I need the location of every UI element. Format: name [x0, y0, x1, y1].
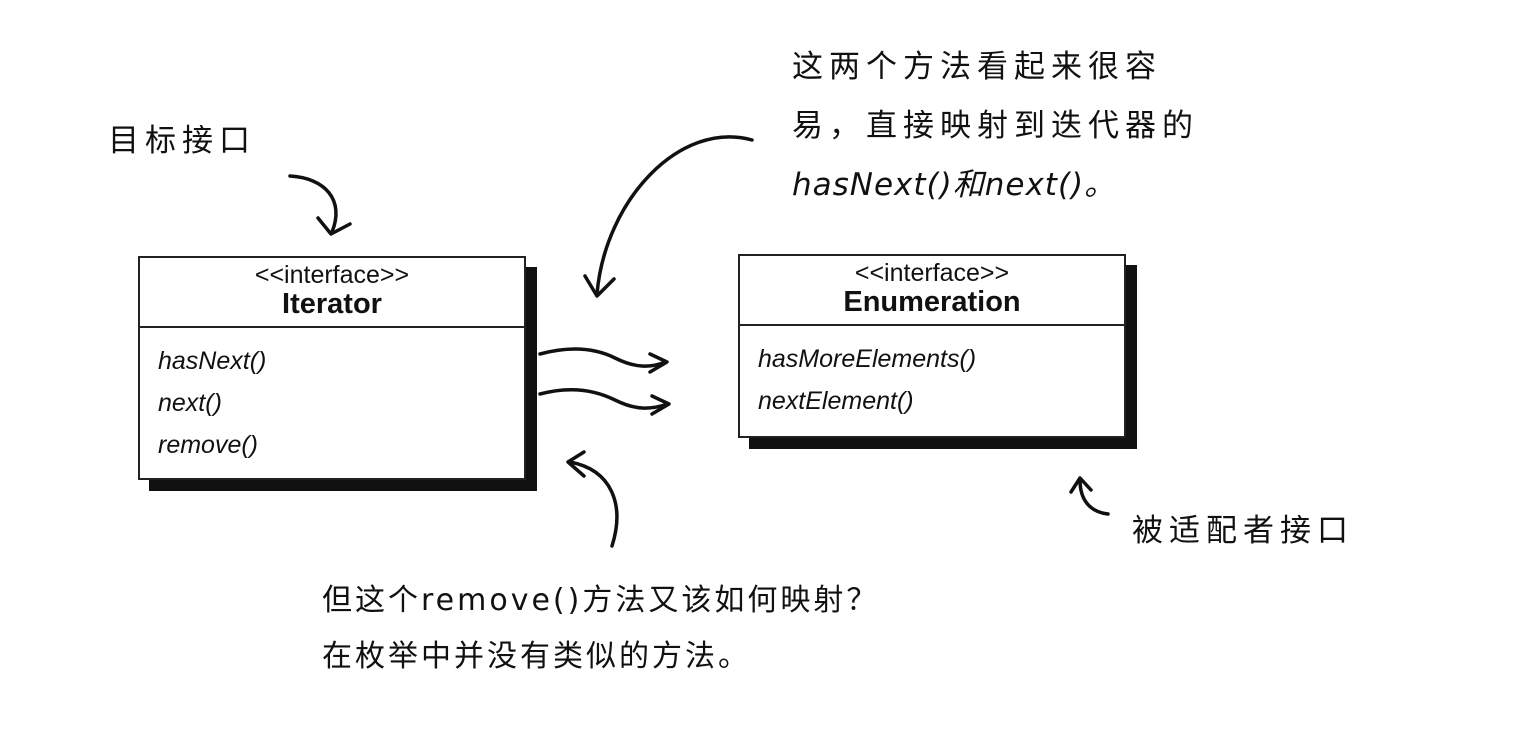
- enumeration-interface-box: <<interface>> Enumeration hasMoreElement…: [738, 254, 1126, 438]
- enumeration-methods: hasMoreElements() nextElement(): [740, 326, 1124, 432]
- enumeration-stereotype: <<interface>>: [854, 259, 1010, 287]
- enumeration-header: <<interface>> Enumeration: [740, 256, 1124, 326]
- mapping-arrow-next: [538, 388, 670, 410]
- adaptee-interface-label: 被适配者接口: [1132, 516, 1354, 547]
- top-note-arrow: [595, 135, 754, 296]
- target-arrow-head: [316, 216, 352, 236]
- bottom-note: 但这个remove()方法又该如何映射？ 在枚举中并没有类似的方法。: [322, 586, 879, 672]
- mapping-arrow-hasnext: [538, 347, 668, 368]
- method-nextelement: nextElement(): [758, 387, 914, 415]
- method-hasmoreelements: hasMoreElements(): [758, 345, 977, 373]
- method-remove: remove(): [158, 431, 259, 459]
- remove-arrow-head: [566, 450, 586, 478]
- top-note: 这两个方法看起来很容 易，直接映射到迭代器的 hasNext()和next()。: [792, 52, 1199, 201]
- top-note-line: 易，直接映射到迭代器的: [792, 108, 1199, 144]
- bottom-note-line: 但这个remove()方法又该如何映射？: [322, 583, 880, 618]
- enumeration-name: Enumeration: [843, 286, 1021, 318]
- iterator-interface-box: <<interface>> Iterator hasNext() next() …: [138, 256, 526, 480]
- target-arrow: [288, 174, 338, 234]
- mapping-arrow-next-head: [650, 394, 671, 416]
- mapping-arrow-hasnext-head: [648, 352, 669, 374]
- remove-arrow: [568, 460, 619, 548]
- iterator-methods: hasNext() next() remove(): [140, 328, 524, 476]
- top-note-arrow-head: [583, 274, 616, 298]
- method-next: next(): [158, 389, 222, 417]
- target-interface-text: 目标接口: [108, 123, 256, 159]
- iterator-name: Iterator: [282, 288, 382, 320]
- adaptee-arrow-head: [1069, 476, 1093, 494]
- top-note-line: hasNext()和next()。: [792, 167, 1117, 203]
- top-note-line: 这两个方法看起来很容: [792, 49, 1162, 85]
- target-interface-label: 目标接口: [108, 126, 256, 157]
- iterator-header: <<interface>> Iterator: [140, 258, 524, 328]
- adaptee-arrow: [1078, 478, 1110, 516]
- method-hasnext: hasNext(): [158, 347, 267, 375]
- iterator-stereotype: <<interface>>: [254, 261, 410, 289]
- bottom-note-line: 在枚举中并没有类似的方法。: [322, 639, 751, 674]
- adaptee-interface-text: 被适配者接口: [1132, 513, 1354, 549]
